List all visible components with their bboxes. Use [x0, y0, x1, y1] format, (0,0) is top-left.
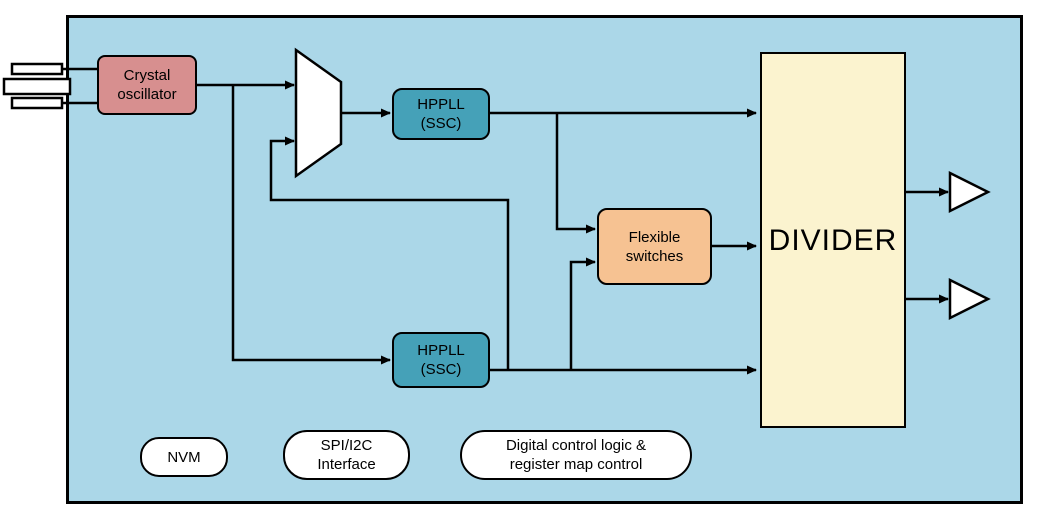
crystal-body: [2, 77, 72, 96]
flexible-switches-label-line1: Flexible: [628, 228, 681, 246]
spi-i2c-label-line1: SPI/I2C: [320, 437, 373, 454]
crystal-oscillator-label-line2: oscillator: [117, 86, 177, 103]
hppll-top-label-line2: (SSC): [420, 115, 462, 132]
spi-i2c-label-line2: Interface: [317, 456, 376, 473]
crystal-oscillator-label-line1: Crystal: [123, 67, 171, 84]
block-flexible-switches: Flexible switches: [597, 208, 712, 285]
crystal-plate-top: [10, 62, 64, 76]
divider-label: DIVIDER: [768, 223, 898, 257]
flexible-switches-label-line2: switches: [625, 247, 684, 265]
crystal-plate-bottom: [10, 96, 64, 110]
block-crystal-oscillator: Crystal oscillator: [97, 55, 197, 115]
block-spi-i2c-interface: SPI/I2C Interface: [283, 430, 410, 480]
digital-control-label-line2: register map control: [509, 456, 643, 473]
nvm-label: NVM: [167, 448, 201, 466]
block-hppll-bottom: HPPLL (SSC): [392, 332, 490, 388]
block-nvm: NVM: [140, 437, 228, 477]
digital-control-label-line1: Digital control logic &: [505, 437, 647, 454]
hppll-bottom-label-line1: HPPLL: [417, 342, 465, 359]
block-hppll-top: HPPLL (SSC): [392, 88, 490, 140]
hppll-top-label-line1: HPPLL: [417, 96, 465, 113]
block-digital-control: Digital control logic & register map con…: [460, 430, 692, 480]
block-divider: DIVIDER: [760, 52, 906, 428]
hppll-bottom-label-line2: (SSC): [420, 361, 462, 378]
